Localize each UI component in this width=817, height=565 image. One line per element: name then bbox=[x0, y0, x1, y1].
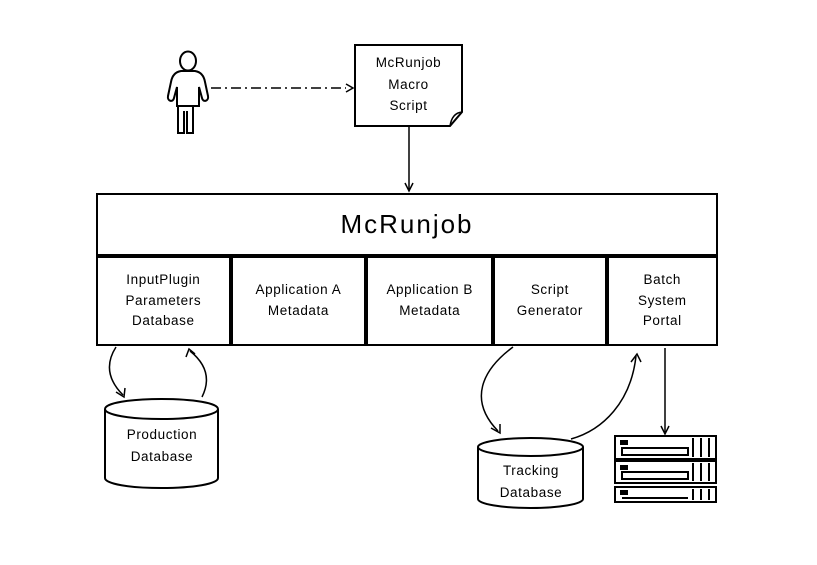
person-icon bbox=[166, 50, 210, 134]
production-to-module-arrow bbox=[185, 347, 208, 398]
macro-script-label: McRunjob Macro Script bbox=[375, 55, 442, 114]
tracking-to-batch-arrow bbox=[570, 352, 642, 440]
tracking-database-cylinder-icon bbox=[477, 436, 584, 510]
module-to-production-arrow bbox=[108, 346, 126, 399]
module-inputplugin-parameters-database: InputPlugin Parameters Database bbox=[125, 271, 202, 329]
server-rack-icon bbox=[614, 435, 717, 503]
actor-to-script-arrow bbox=[211, 83, 355, 93]
scriptgen-to-tracking-arrow bbox=[480, 346, 514, 435]
tracking-database-label: Tracking Database bbox=[499, 463, 563, 500]
production-database-cylinder-icon bbox=[104, 397, 219, 490]
module-row: InputPlugin Parameters Database Applicat… bbox=[96, 254, 718, 346]
production-database-label: Production Database bbox=[126, 427, 198, 464]
mcrunjob-title: McRunjob bbox=[340, 209, 474, 239]
module-application-a-metadata: Application A Metadata bbox=[228, 258, 365, 344]
mcrunjob-box: McRunjob bbox=[96, 193, 718, 256]
batch-to-server-arrow bbox=[660, 348, 670, 436]
script-to-mcrunjob-arrow bbox=[404, 127, 414, 193]
module-application-b-metadata: Application B Metadata bbox=[364, 258, 491, 344]
document-icon bbox=[354, 44, 463, 127]
module-batch-system-portal: Batch System Portal bbox=[604, 258, 716, 344]
module-script-generator: Script Generator bbox=[491, 258, 604, 344]
